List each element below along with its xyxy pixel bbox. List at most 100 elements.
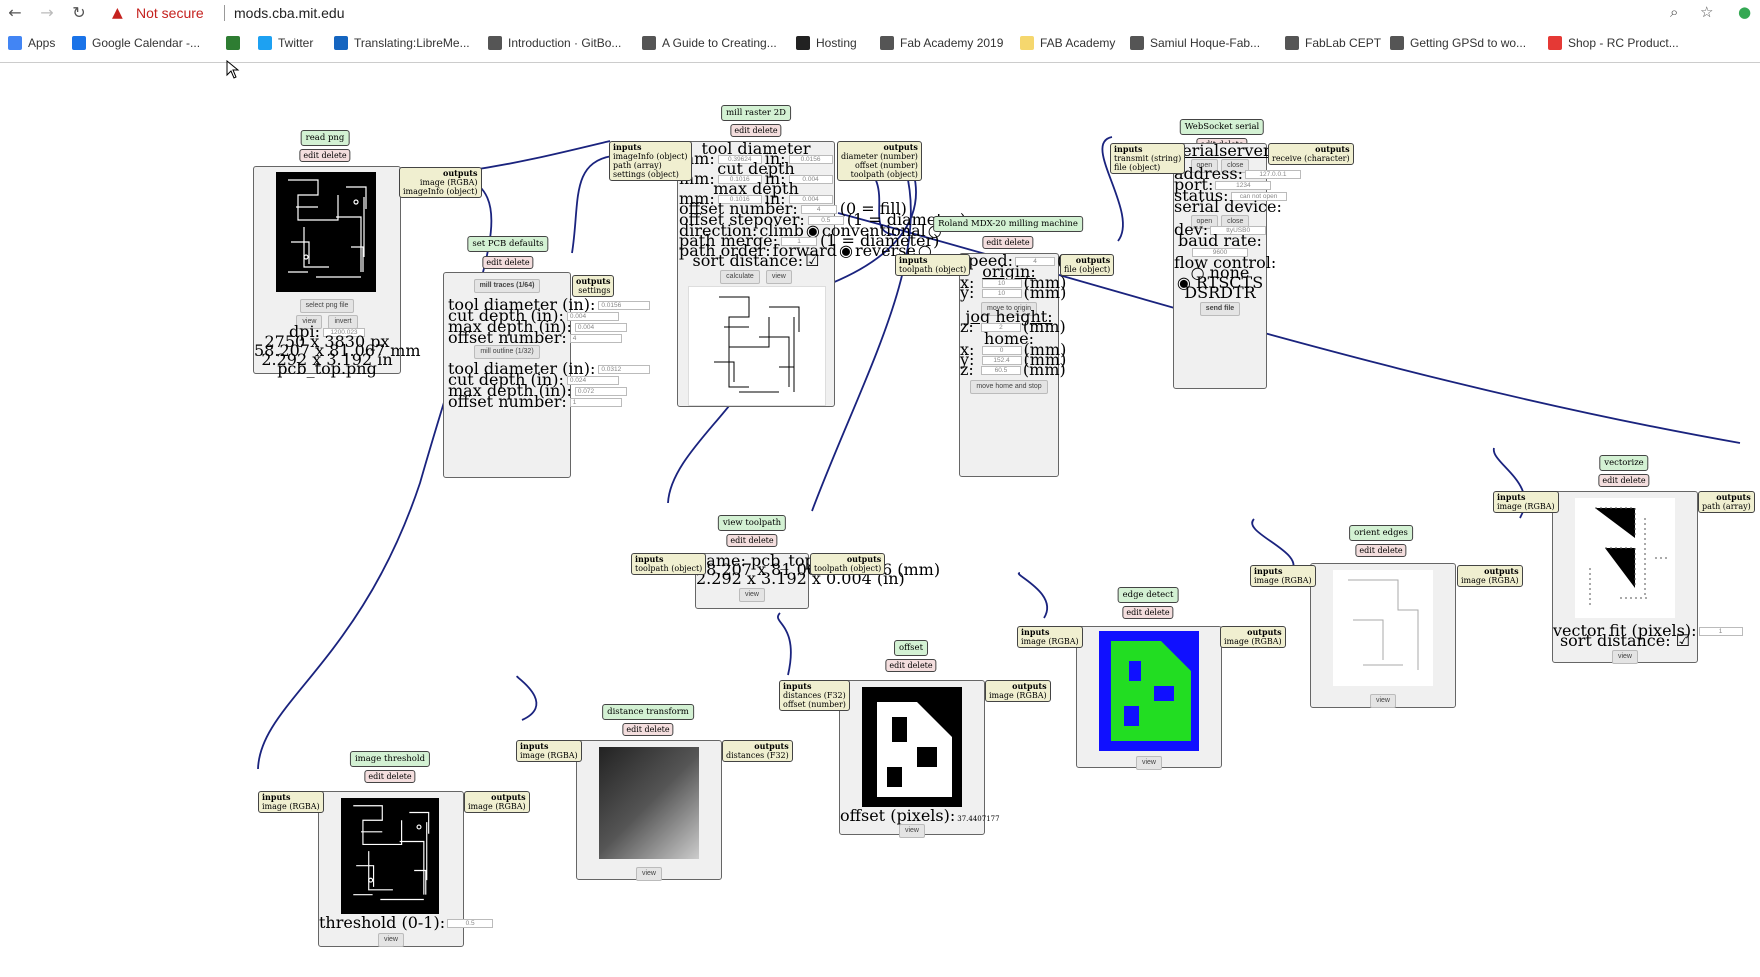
threshold-input[interactable]: 0.5 [447,919,494,928]
cut-depth-mm-input[interactable]: 0.1016 [717,175,762,184]
baud-input[interactable]: 9600 [1192,248,1248,257]
view-button[interactable]: view [377,933,404,947]
origin-input[interactable]: 10 [981,289,1022,298]
port-input[interactable]: 1234 [1215,181,1272,190]
pcb-param-input[interactable]: 0.004 [574,323,627,332]
zoom-icon[interactable]: ⌕ [1670,3,1679,21]
offset-title[interactable]: offset [894,640,928,656]
forward-icon[interactable]: → [40,3,54,22]
jog-input[interactable]: 2 [980,323,1021,332]
view-button[interactable]: view [1611,650,1638,664]
set-pcb-edit-delete[interactable]: edit delete [482,256,534,269]
send-file-button[interactable]: send file [1199,302,1241,316]
vector-fit-input[interactable]: 1 [1698,627,1743,636]
edge-detect-edit-delete[interactable]: edit delete [1122,606,1174,619]
cut-depth-in-input[interactable]: 0.004 [788,175,833,184]
radio-icon[interactable]: ◉ [1176,273,1196,292]
offset-edit-delete[interactable]: edit delete [885,659,937,672]
image-threshold-title[interactable]: image threshold [349,751,431,767]
bookmark-item[interactable]: Getting GPSd to wo... [1390,36,1526,50]
view-toolpath-edit-delete[interactable]: edit delete [726,534,778,547]
offset-stepover-input[interactable]: 0.5 [807,216,844,225]
mill-raster-title[interactable]: mill raster 2D [721,105,791,121]
vectorize-title[interactable]: vectorize [1599,455,1649,471]
view-button[interactable]: view [765,270,792,284]
home-input[interactable]: 60.5 [980,366,1021,375]
pcb-param-input[interactable]: 0.0312 [598,365,651,374]
view-toolpath-title[interactable]: view toolpath [717,515,787,531]
bookmark-item[interactable]: FabLab CEPT [1285,36,1381,50]
move-to-origin-button[interactable]: move to origin [981,302,1037,316]
url-text[interactable]: mods.cba.mit.edu [234,5,345,21]
close-server-button[interactable]: close [1221,159,1250,173]
read-png-edit-delete[interactable]: edit delete [299,149,351,162]
select-png-button[interactable]: select png file [299,299,355,313]
orient-edges-title[interactable]: orient edges [1349,525,1413,541]
address-bar[interactable]: ▲ Not secure mods.cba.mit.edu [100,2,1720,24]
mill-traces-button[interactable]: mill traces (1/64) [473,279,541,293]
bookmark-item[interactable] [226,36,246,50]
bookmark-item[interactable]: Samiul Hoque-Fab... [1130,36,1260,50]
move-home-button[interactable]: move home and stop [970,380,1048,394]
view-button[interactable]: view [738,588,765,602]
origin-input[interactable]: 10 [981,279,1022,288]
pcb-param-input[interactable]: 4 [569,334,622,343]
bookmark-item[interactable]: Twitter [258,36,313,50]
max-depth-in-input[interactable]: 0.004 [788,195,833,204]
vectorize-edit-delete[interactable]: edit delete [1598,474,1650,487]
dev-input[interactable]: ttyUSB0 [1210,226,1267,235]
pcb-param-input[interactable]: 1 [569,398,622,407]
bookmark-item[interactable]: Hosting [796,36,857,50]
star-icon[interactable]: ☆ [1700,3,1714,21]
pcb-param-input[interactable]: 0.004 [566,312,619,321]
tool-diameter-in-input[interactable]: 0.0156 [788,155,833,164]
home-input[interactable]: 0 [981,346,1022,355]
bookmark-item[interactable]: A Guide to Creating... [642,36,777,50]
calculate-button[interactable]: calculate [720,270,760,284]
tool-diameter-mm-input[interactable]: 0.39624 [717,155,762,164]
offset-number-input[interactable]: 4 [800,205,837,214]
max-depth-mm-input[interactable]: 0.1016 [717,195,762,204]
roland-edit-delete[interactable]: edit delete [982,236,1034,249]
speed-input[interactable]: 4 [1015,257,1056,266]
distance-transform-title[interactable]: distance transform [602,704,694,720]
home-input[interactable]: 152.4 [981,356,1022,365]
view-button[interactable]: view [1135,756,1162,770]
distance-transform-edit-delete[interactable]: edit delete [622,723,674,736]
extension-icon[interactable]: ● [1738,3,1752,21]
bookmark-item[interactable]: Fab Academy 2019 [880,36,1003,50]
mill-raster-edit-delete[interactable]: edit delete [730,124,782,137]
image-threshold-edit-delete[interactable]: edit delete [364,770,416,783]
status-input[interactable]: can not open [1230,192,1287,201]
mill-outline-button[interactable]: mill outline (1/32) [474,345,540,359]
websocket-title[interactable]: WebSocket serial [1179,119,1265,135]
open-server-button[interactable]: open [1190,159,1219,173]
bookmark-item[interactable]: Introduction · GitBo... [488,36,621,50]
bookmark-item[interactable]: Apps [8,36,55,50]
orient-edges-edit-delete[interactable]: edit delete [1355,544,1407,557]
open-serial-button[interactable]: open [1190,215,1219,229]
set-pcb-title[interactable]: set PCB defaults [467,236,549,252]
bookmark-item[interactable]: Google Calendar -... [72,36,200,50]
view-button[interactable]: view [296,315,323,329]
